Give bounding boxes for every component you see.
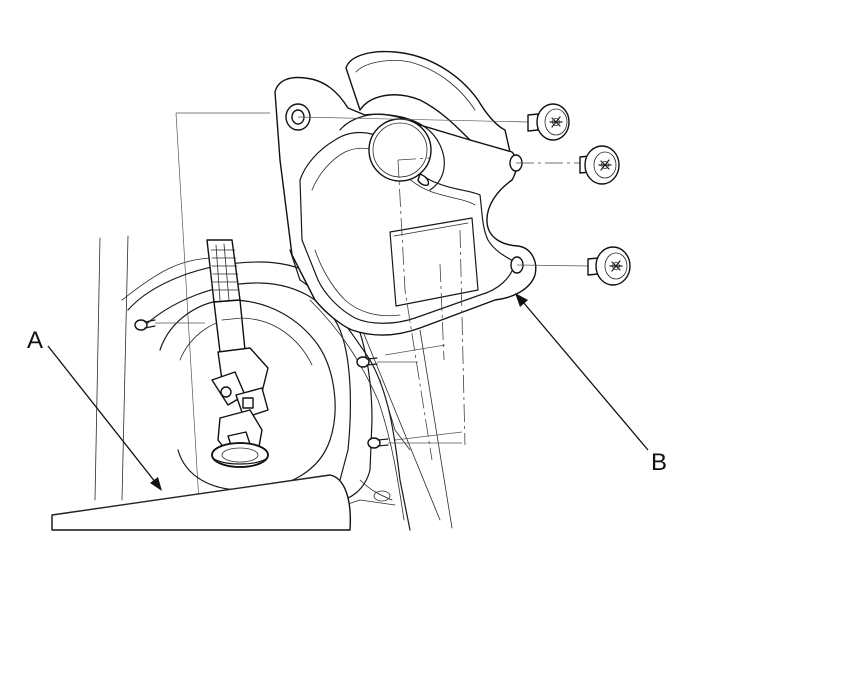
bolt-middle (579, 145, 620, 185)
steering-shaft (206, 239, 246, 353)
bolt-top (527, 103, 570, 141)
cover (274, 50, 537, 461)
stud-left (134, 319, 205, 331)
bolts (297, 103, 631, 286)
mounting-studs (134, 319, 462, 449)
callout-label-a: A (27, 327, 43, 354)
stud-middle (356, 356, 418, 368)
callout-a: A (27, 327, 162, 491)
stud-lower (367, 437, 462, 449)
callout-leader-b (522, 301, 649, 451)
callout-arrowhead-a (150, 477, 162, 491)
universal-joint (211, 347, 269, 468)
bolt-lower (587, 246, 631, 286)
callout-arrowhead-b (515, 293, 528, 307)
callout-b: B (515, 293, 667, 476)
callout-label-b: B (651, 449, 667, 476)
callout-leader-a (47, 345, 157, 484)
